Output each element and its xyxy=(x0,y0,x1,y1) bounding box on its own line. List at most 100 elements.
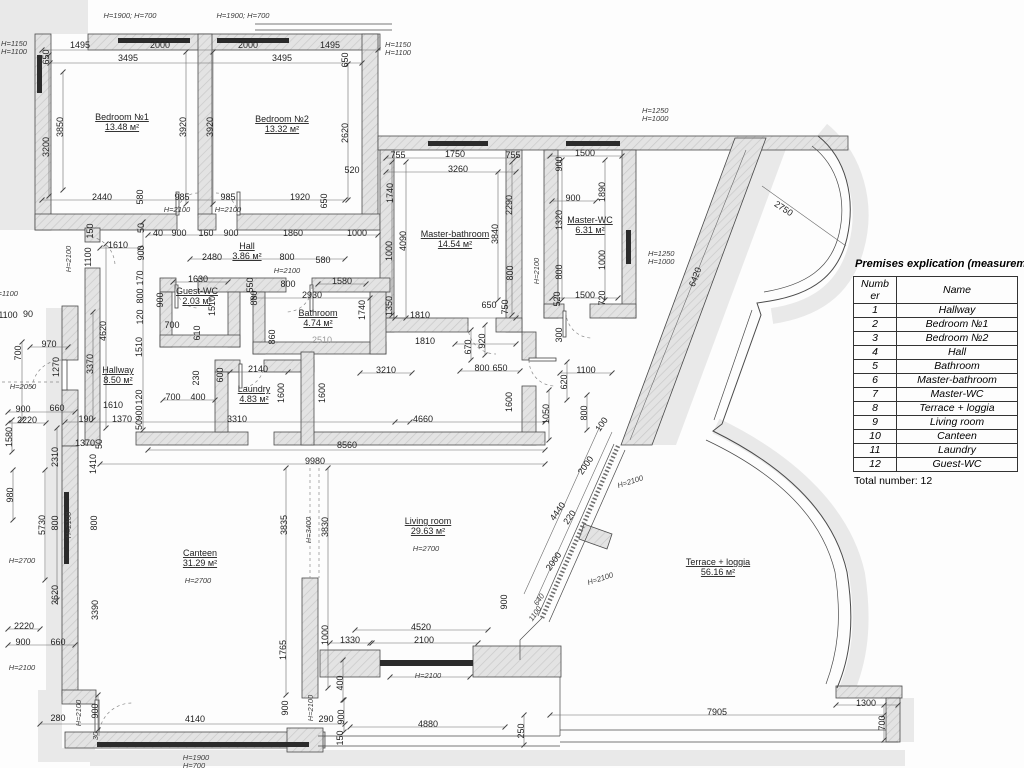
dimension-label: H=2100 xyxy=(215,205,242,214)
wall xyxy=(197,213,217,231)
dimension-label: 800 xyxy=(579,405,589,420)
dimension-label: H=1150 xyxy=(385,40,412,49)
dimension-tick xyxy=(485,627,491,633)
dimension-label: 1610 xyxy=(103,400,123,410)
window xyxy=(380,660,473,666)
premises-explication-panel: Premises explication (measurement) Numb … xyxy=(853,258,1024,487)
dimension-label: 980 xyxy=(5,487,15,502)
dimension-label: 1500 xyxy=(575,290,595,300)
dimension-label: 800 xyxy=(505,265,515,280)
dimension-label: 985 xyxy=(174,192,189,202)
dimension-label: 3260 xyxy=(448,164,468,174)
room-name: Bedroom №2 xyxy=(255,114,309,124)
dimension-label: 2310 xyxy=(50,447,60,467)
row-number-cell: 12 xyxy=(853,457,897,472)
dimension-tick xyxy=(327,640,333,646)
dimension-label: 2620 xyxy=(340,123,350,143)
dimension-tick xyxy=(183,201,189,207)
dimension-tick xyxy=(409,370,415,376)
dimension-label: H=1250 xyxy=(648,249,675,258)
dimension-tick xyxy=(389,159,395,165)
dimension-label: 650 xyxy=(492,363,507,373)
dimension-tick xyxy=(542,461,548,467)
dimension-tick xyxy=(392,419,398,425)
outline xyxy=(537,443,615,617)
dimension-label: 150 xyxy=(85,223,95,238)
dimension-tick xyxy=(367,640,373,646)
dimension-tick xyxy=(90,417,96,423)
dimension-label: 900 xyxy=(565,193,580,203)
dimension-tick xyxy=(170,279,176,285)
exterior-shade-band xyxy=(770,123,869,324)
row-name-cell: Bedroom №1 xyxy=(896,317,1018,332)
row-number-cell: 5 xyxy=(853,359,897,374)
row-number-cell: 8 xyxy=(853,401,897,416)
dimension-label: 30 xyxy=(91,731,100,740)
dimension-tick xyxy=(340,657,346,663)
dimension-lines-layer xyxy=(5,47,901,748)
dimension-label: 580 xyxy=(315,255,330,265)
dimension-label: 900 xyxy=(15,404,30,414)
dimension-label: 2620 xyxy=(50,585,60,605)
doors-windows-layer xyxy=(2,23,898,747)
dimension-tick xyxy=(502,724,508,730)
dimension-tick xyxy=(403,159,409,165)
dimension-tick xyxy=(145,447,151,453)
outline xyxy=(523,425,601,595)
dimension-tick xyxy=(46,193,52,199)
room-height: H=2700 xyxy=(413,544,440,553)
dimension-label: 400 xyxy=(190,392,205,402)
dimension-label: 120 xyxy=(134,389,144,404)
dimension-label: 1350 xyxy=(384,296,394,316)
dimension-tick xyxy=(367,295,373,301)
dimension-label: 970 xyxy=(41,339,56,349)
wall xyxy=(159,334,241,348)
dimension-tick xyxy=(345,197,351,203)
dimension-label: 640 xyxy=(532,591,547,607)
outline xyxy=(713,309,753,421)
dimension-label: 720 xyxy=(597,290,607,305)
dimension-label: 1320 xyxy=(554,210,564,230)
outline xyxy=(761,185,847,247)
dimension-tick xyxy=(509,312,515,318)
exterior-shade xyxy=(0,0,88,230)
exterior-shading xyxy=(0,0,914,766)
dimension-tick xyxy=(468,357,474,363)
row-number-cell: 10 xyxy=(853,429,897,444)
dimension-tick xyxy=(42,467,48,473)
dimension-label: 1000 xyxy=(384,241,394,261)
door-leaf xyxy=(562,310,567,338)
dimension-tick xyxy=(383,169,389,175)
room-name: Bathroom xyxy=(298,308,337,318)
dimension-label: H=1000 xyxy=(648,257,675,266)
dimension-tick xyxy=(160,397,166,403)
dimension-label: 50 xyxy=(94,439,104,449)
dimension-label: 160 xyxy=(198,228,213,238)
dimension-tick xyxy=(517,368,523,374)
door-leaf xyxy=(236,191,241,216)
dimension-label: 800 xyxy=(135,288,145,303)
wall xyxy=(84,267,101,446)
door-swing-arc xyxy=(84,235,116,267)
dimension-tick xyxy=(495,297,501,303)
room-area: 2.03 м² xyxy=(182,296,211,306)
dimension-label: 650 xyxy=(340,52,350,67)
room-area: 4.74 м² xyxy=(303,318,332,328)
dimension-tick xyxy=(593,198,599,204)
dimension-tick xyxy=(345,61,351,67)
dimension-tick xyxy=(389,312,395,318)
dimension-tick xyxy=(375,232,381,238)
dimension-tick xyxy=(609,370,615,376)
dimension-label: 900 xyxy=(280,700,290,715)
dimension-label: 1810 xyxy=(415,336,435,346)
row-number-cell: 1 xyxy=(853,303,897,318)
dimension-label: 120 xyxy=(135,309,145,324)
row-name-cell: Hallway xyxy=(896,303,1018,318)
dimension-tick xyxy=(619,153,625,159)
wall xyxy=(835,685,903,699)
